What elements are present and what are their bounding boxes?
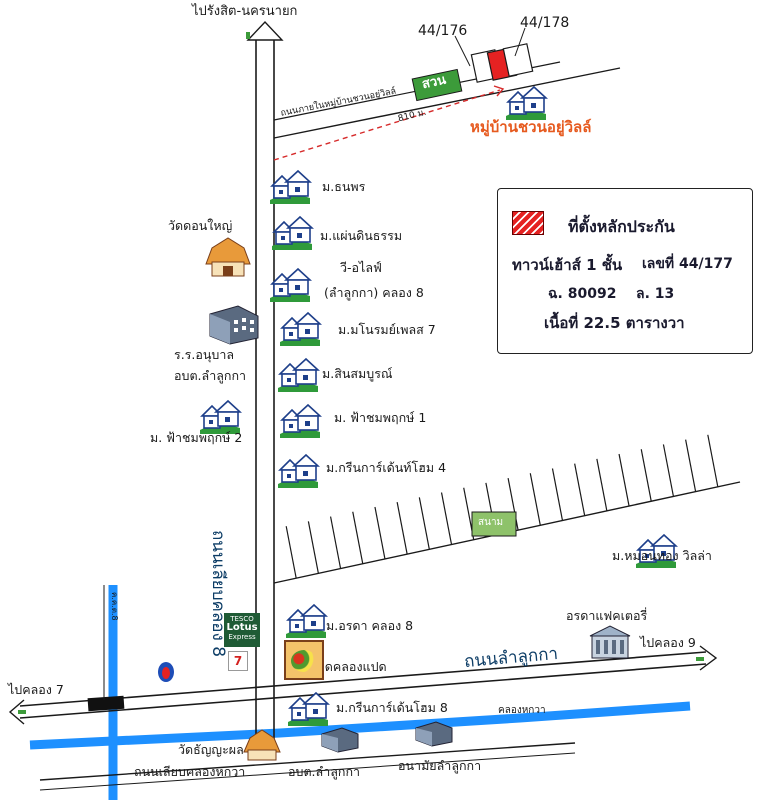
village-label-2: ม.แผ่นดินธรรม — [320, 228, 403, 243]
soi-tick — [329, 516, 342, 569]
house-icon — [286, 690, 331, 726]
direction-west: ไปคลอง 7 — [8, 682, 64, 697]
house-icon — [270, 214, 315, 250]
factory-building-icon — [589, 625, 631, 659]
village-label-1: ม.ธนพร — [322, 179, 366, 194]
canal-khlong-hok-wa — [29, 701, 691, 750]
plot-label-44-178: 44/178 — [520, 15, 570, 31]
house-icon — [268, 168, 313, 204]
soi-tick — [596, 458, 608, 511]
tesco-line3: Express — [228, 632, 256, 641]
house-icon — [198, 398, 243, 434]
soi-tick — [574, 463, 586, 516]
soi-tick — [352, 511, 364, 564]
bottom-road-edge — [39, 742, 576, 781]
tesco-lotus-logo: TESCO Lotus Express — [224, 613, 260, 647]
lamlukka-road-top-edge — [19, 651, 707, 707]
sanam-box — [471, 511, 517, 537]
canal-label: คลองหกวา — [498, 705, 546, 716]
tesco-line1: TESCO — [230, 615, 254, 623]
direction-east: ไปคลอง 9 — [640, 635, 696, 650]
soi-tick — [529, 473, 541, 526]
soi-tick — [374, 506, 386, 560]
north-arrow — [246, 20, 284, 41]
plot-44-178 — [502, 43, 534, 77]
village-label-3b: (ลำลูกกา) คลอง 8 — [324, 285, 424, 300]
lamlukka-road-bottom-edge — [19, 663, 707, 719]
collateral-info-box: ที่ตั้งหลักประกัน ทาวน์เฮ้าส์ 1 ชั้น เลข… — [497, 188, 753, 354]
suan-box — [411, 68, 463, 102]
obt-label: อบต.ลำลูกกา — [288, 764, 361, 779]
school-label-line2: อบต.ลำลูกกา — [174, 368, 247, 383]
soi-tick — [640, 449, 652, 502]
village-chuan-label: หมู่บ้านชวนอยู่วิลล์ — [470, 118, 592, 136]
health-building-icon — [415, 721, 453, 747]
soi-tick — [396, 502, 408, 555]
soi-tick — [662, 444, 675, 497]
info-title: ที่ตั้งหลักประกัน — [568, 217, 675, 236]
wat-don-yai-label: วัดดอนใหญ่ — [168, 218, 233, 233]
village-label-3: วี-อไลฟ์ — [340, 260, 382, 275]
info-area: เนื้อที่ 22.5 ตารางวา — [544, 314, 685, 332]
health-label: อนามัยลำลูกกา — [398, 758, 482, 773]
school-label-line1: ร.ร.อนุบาล — [174, 347, 235, 362]
house-icon — [634, 532, 679, 568]
bridge — [87, 695, 125, 712]
leader-44-178 — [514, 27, 526, 57]
seven-eleven-logo: 7 — [228, 651, 248, 671]
house-icon — [276, 452, 321, 488]
soi-tick — [285, 526, 297, 579]
green-marker-north — [246, 32, 250, 39]
bottom-road-label: ถนนเลียบคลองหกวา — [134, 764, 246, 779]
house-icon — [284, 602, 329, 638]
green-marker-west — [18, 710, 26, 714]
soi-tick — [707, 434, 719, 487]
house-icon — [268, 266, 313, 302]
school-building-icon — [209, 305, 259, 345]
soi-tick — [551, 468, 564, 521]
small-canal-label: ค.ค.ต.8 — [110, 592, 119, 621]
fah-chom-2-label: ม. ฟ้าชมพฤกษ์ 2 — [150, 430, 243, 445]
market-icon — [284, 640, 324, 680]
green-marker-east — [696, 657, 704, 661]
mon-thong-label: ม.หมอนทอง วิลล่า — [612, 548, 712, 563]
leader-44-176 — [454, 35, 471, 67]
info-number: เลขที่ 44/177 — [642, 256, 733, 272]
village-label-9: ม.กรีนการ์เด้นโฮม 8 — [336, 700, 448, 715]
wat-thanyaphon-label: วัดธัญญะผล — [178, 742, 244, 757]
house-icon — [504, 84, 549, 120]
village-label-6: ม. ฟ้าชมพฤกษ์ 1 — [334, 410, 427, 425]
village-label-8: ม.อรดา คลอง 8 — [326, 618, 414, 633]
direction-north: ไปรังสิต-นครนายก — [192, 4, 298, 19]
soi-tick — [618, 453, 630, 507]
village-label-5: ม.สินสมบูรณ์ — [322, 366, 393, 381]
info-type: ทาวน์เฮ้าส์ 1 ชั้น — [512, 256, 623, 274]
inner-road-top — [273, 67, 621, 139]
info-deed: ฉ. 80092 — [548, 286, 617, 302]
route-dashed-line — [273, 89, 501, 161]
village-label-7: ม.กรีนการ์เด้นท์โฮม 4 — [326, 460, 447, 475]
house-icon — [278, 310, 323, 346]
temple-icon-wat-don-yai — [205, 237, 251, 277]
collateral-swatch-icon — [512, 211, 544, 235]
house-icon — [278, 402, 323, 438]
info-lot: ล. 13 — [636, 286, 675, 302]
factory-label: อรดาแฟคเตอรี่ — [566, 608, 648, 623]
soi-tick — [418, 497, 430, 550]
bottom-road-edge2 — [39, 752, 576, 791]
tesco-line2: Lotus — [226, 622, 258, 634]
village-label-4: ม.มโนรมย์เพลส 7 — [338, 322, 436, 337]
obt-building-icon — [321, 727, 359, 753]
east-arrow — [699, 645, 718, 671]
soi-tick — [685, 439, 697, 492]
house-icon — [276, 356, 321, 392]
soi-tick — [440, 492, 453, 545]
sanam-label: สนาม — [478, 517, 504, 528]
plot-label-44-176: 44/176 — [418, 23, 468, 39]
gas-station-icon — [158, 662, 174, 682]
soi-tick — [307, 521, 319, 574]
west-arrow — [8, 699, 25, 725]
temple-icon-wat-thanyaphon — [243, 729, 281, 761]
